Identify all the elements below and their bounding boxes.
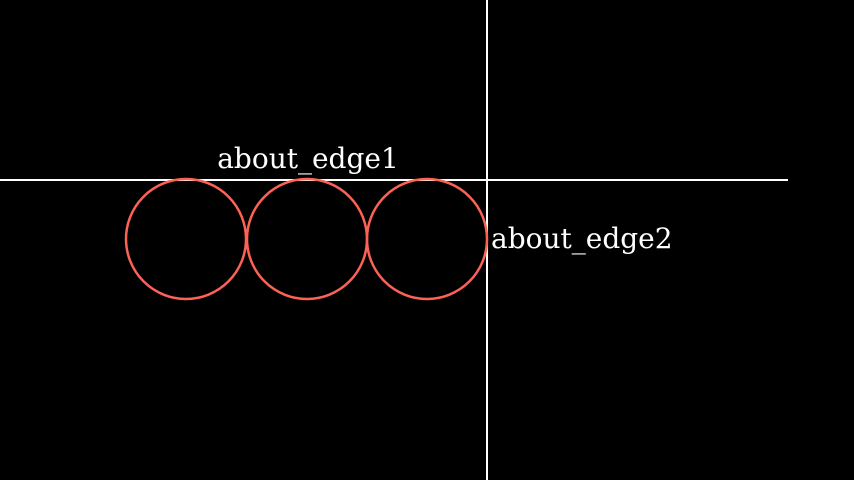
circle-row — [124, 177, 489, 301]
edge2-label: about_edge2 — [491, 222, 673, 255]
circle-3 — [365, 177, 489, 301]
edge1-label: about_edge1 — [217, 142, 399, 175]
